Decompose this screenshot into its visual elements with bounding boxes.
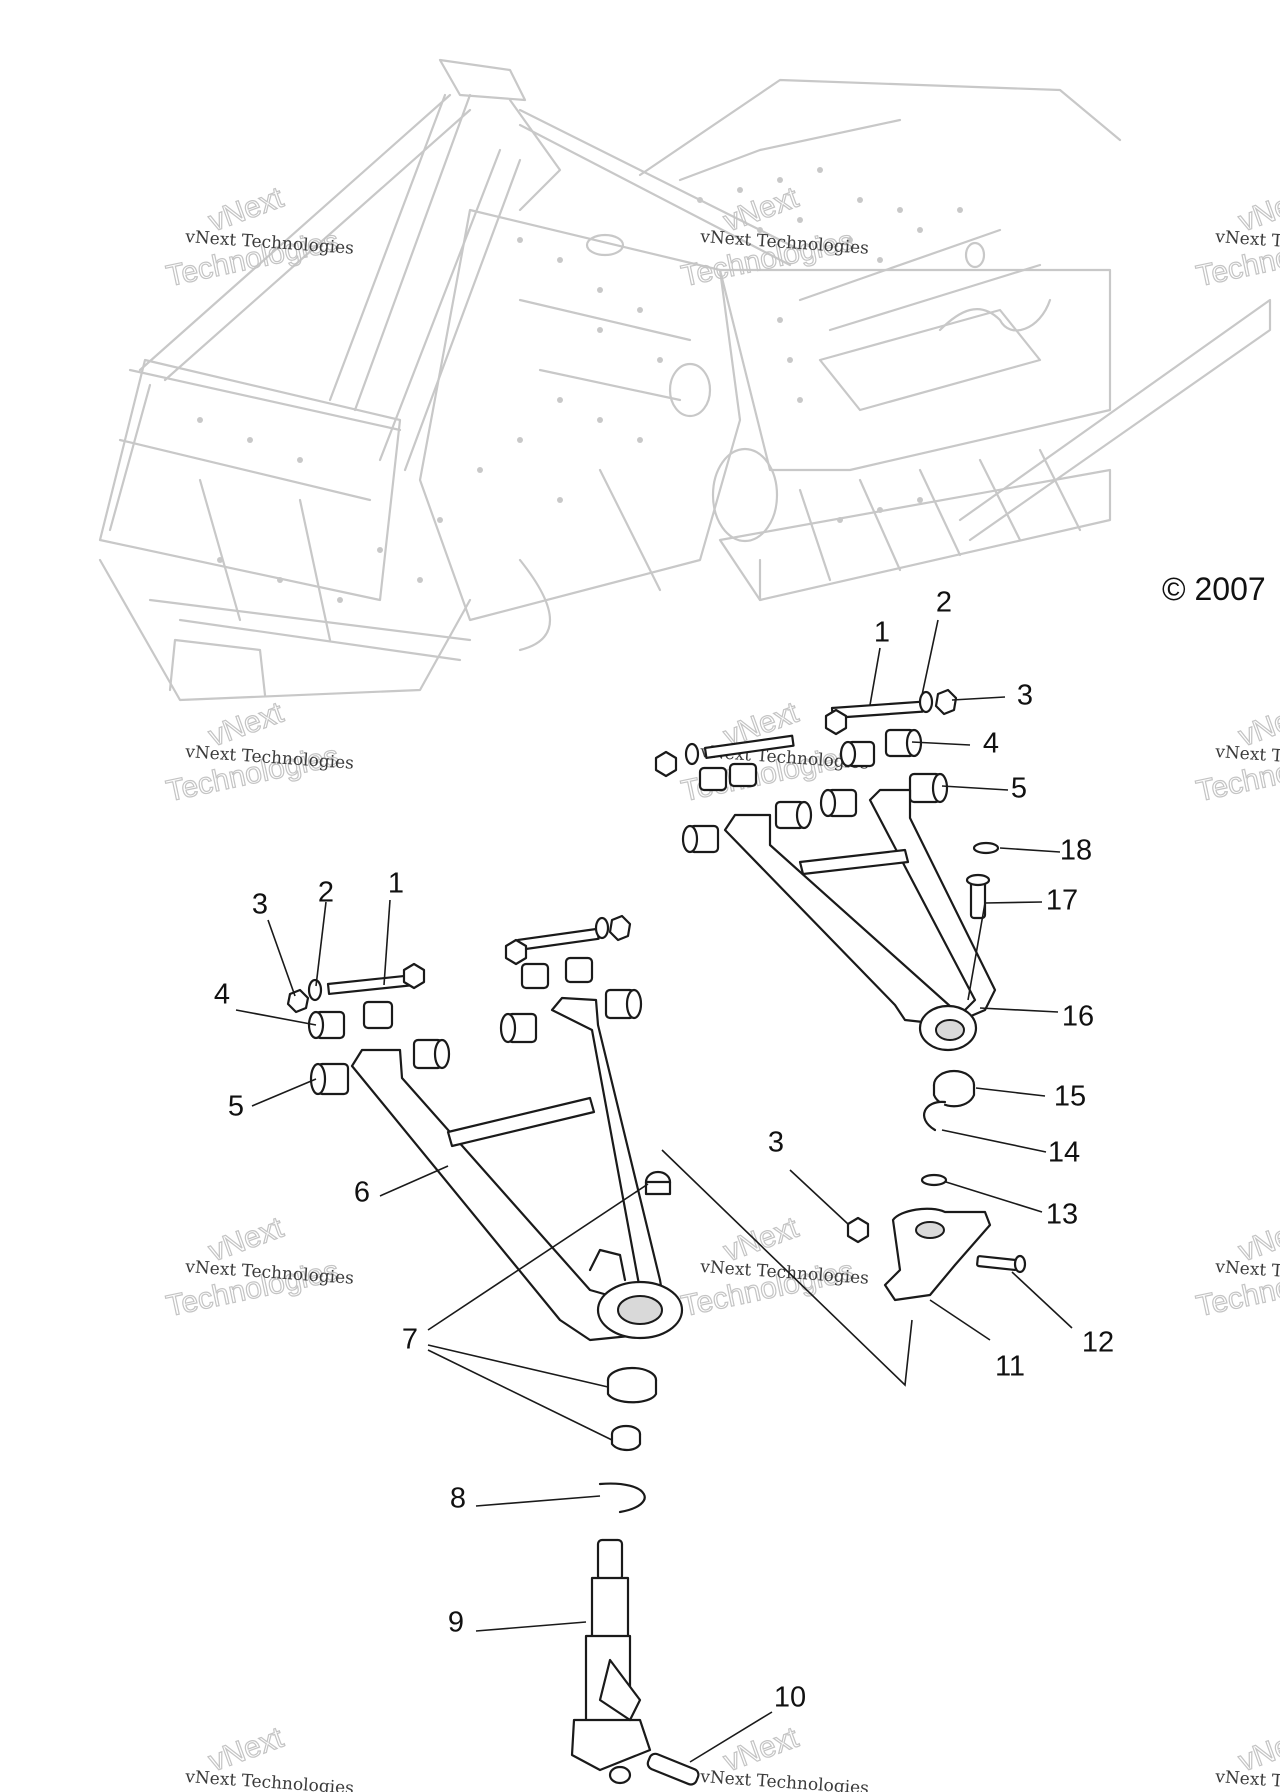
watermark-text: vNext Technologies [1214,1767,1280,1792]
upper-a-arm-assembly [654,688,1027,1302]
nut-3 [846,1216,870,1244]
callout-3: 3 [1017,680,1033,712]
retaining-ring-14 [923,1100,947,1132]
callout-4-left: 4 [214,979,230,1011]
spindle-bracket-11 [883,1207,992,1302]
watermark-text: vNext Technologies [184,1767,355,1792]
watermark: Technologies vNext vNext Technologies [163,180,355,294]
callout-11: 11 [995,1351,1025,1383]
callout-3-lower: 3 [768,1127,784,1159]
lower-arm-bolt-rear [504,914,632,966]
watermark: Technologies vNext vNext Technologies [678,180,870,294]
callout-1: 1 [874,617,890,649]
callout-labels: 1 2 3 4 5 18 17 16 15 14 13 3 12 11 1 2 … [214,587,1114,1714]
upper-arm-bolt-rear [824,688,958,736]
upper-arm-bolt-front [654,734,795,778]
watermark: Technologies vNext vNext Technologies [1193,1210,1280,1324]
callout-10: 10 [774,1682,806,1714]
copyright-text: © 2007 [1162,571,1266,607]
leader-lines [235,619,1073,1763]
callout-9: 9 [448,1607,464,1639]
watermark: Technologies vNext vNext Technologies [1193,695,1280,809]
watermark: Technologies vNext vNext Technologies [678,1210,870,1324]
watermark: Technologies vNext vNext Technologies [163,695,355,809]
upper-arm-bushings-front [681,762,813,854]
watermark-text: vNext Technologies [699,1767,870,1792]
callout-15: 15 [1054,1081,1086,1113]
callout-16: 16 [1062,1001,1094,1033]
lower-arm-bolt-front [286,962,426,1014]
callout-8: 8 [450,1483,466,1515]
callout-13: 13 [1046,1199,1078,1231]
callout-1-left: 1 [388,868,404,900]
callout-5-left: 5 [228,1091,244,1123]
chassis-frame-illustration [98,58,1272,702]
callout-5: 5 [1011,773,1027,805]
upper-arm-bushings-rear [819,728,949,818]
lower-a-arm-assembly [286,914,700,1786]
callout-2-left: 2 [318,877,334,909]
washer-13 [920,1173,948,1187]
watermark: Technologies vNext vNext Technologies [1193,180,1280,294]
watermark: vNext vNext Technologies [699,1720,870,1792]
spindle-9 [570,1538,652,1785]
retaining-ring-8 [598,1482,646,1514]
callout-7: 7 [402,1324,418,1356]
callout-6: 6 [354,1177,370,1209]
washer-18 [972,841,1000,855]
watermark: vNext vNext Technologies [1214,1720,1280,1792]
callout-2: 2 [936,587,952,619]
callout-12: 12 [1082,1327,1114,1359]
callout-17: 17 [1046,885,1078,917]
callout-18: 18 [1060,835,1092,867]
watermark: vNext vNext Technologies [184,1720,355,1792]
bolt-head [965,873,991,887]
callout-4: 4 [983,728,999,760]
callout-3-left: 3 [252,889,268,921]
watermark: Technologies vNext vNext Technologies [163,1210,355,1324]
bolt-12 [976,1255,1019,1272]
callout-14: 14 [1048,1137,1080,1169]
pin-10 [646,1752,700,1786]
